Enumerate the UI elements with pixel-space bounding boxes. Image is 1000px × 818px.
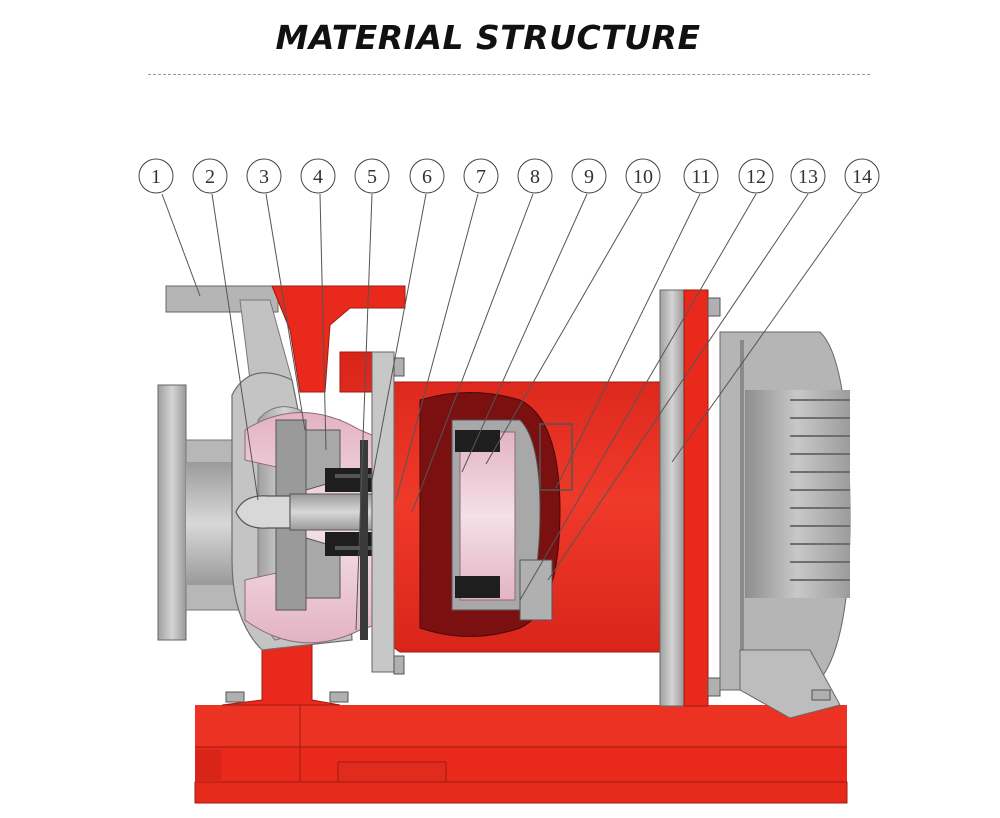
callout-4: 4 [300,158,336,194]
callout-9: 9 [571,158,607,194]
leader-line-1 [161,193,201,297]
outer-magnet-cavity [419,392,573,637]
motor [719,331,851,719]
callout-8: 8 [517,158,553,194]
base-plate [194,705,848,804]
callout-markers: 1 2 3 4 5 6 7 8 9 10 11 12 13 14 [138,158,880,194]
callout-label: 6 [422,166,432,188]
leader-line-13 [547,193,809,581]
leader-lines [161,193,863,631]
leader-line-14 [671,193,863,463]
callout-label: 4 [313,166,323,188]
callout-12: 12 [738,158,774,194]
leader-line-10 [485,193,643,465]
callout-2: 2 [192,158,228,194]
callout-label: 9 [584,166,594,188]
support-foot [221,639,349,706]
motor-flange [659,289,721,707]
page-title: MATERIAL STRUCTURE [275,18,701,57]
leader-line-8 [411,193,534,513]
leader-line-2 [211,193,259,501]
callout-label: 11 [691,166,710,188]
leader-line-7 [395,193,479,501]
callout-label: 7 [476,166,486,188]
leader-line-5 [355,193,373,631]
callout-label: 8 [530,166,540,188]
callout-label: 5 [367,166,377,188]
title-divider [148,74,870,75]
leader-line-9 [461,193,588,473]
callout-label: 2 [205,166,215,188]
callout-label: 14 [852,166,872,188]
leader-line-6 [371,193,427,481]
callout-label: 1 [151,166,161,188]
callout-3: 3 [246,158,282,194]
leader-line-12 [519,193,757,601]
callout-label: 12 [746,166,766,188]
callout-1: 1 [138,158,174,194]
callout-6: 6 [409,158,445,194]
callout-label: 3 [259,166,269,188]
leader-line-4 [319,193,327,451]
callout-14: 14 [844,158,880,194]
leader-line-3 [265,193,306,431]
leader-line-11 [555,193,701,489]
callout-13: 13 [790,158,826,194]
callout-label: 13 [798,166,818,188]
callout-10: 10 [625,158,661,194]
callout-5: 5 [354,158,390,194]
callout-label: 10 [633,166,653,188]
callout-11: 11 [683,158,719,194]
callout-7: 7 [463,158,499,194]
